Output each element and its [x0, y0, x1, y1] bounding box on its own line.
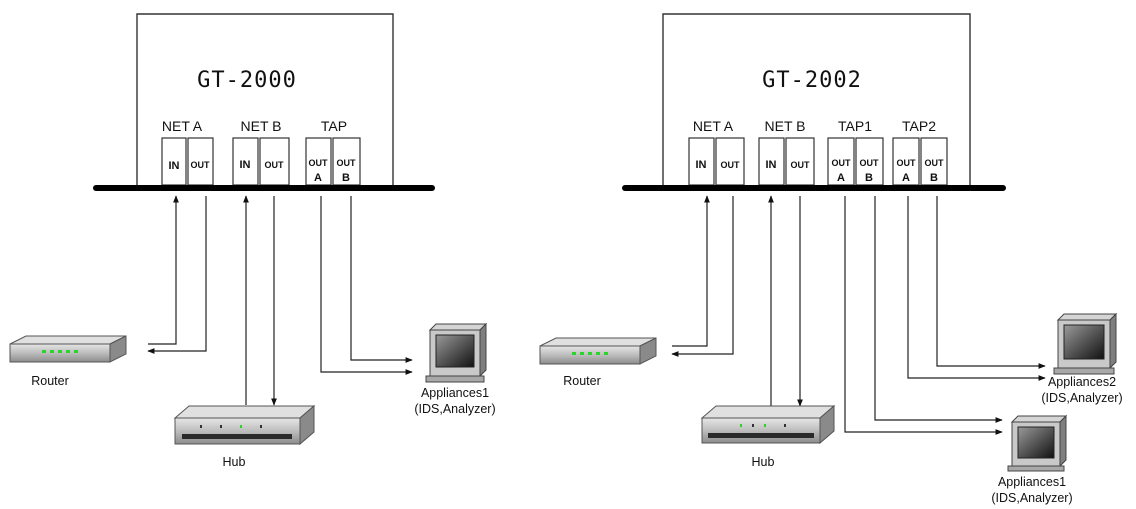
gt2002-port-tap2-a-top-label: OUT	[897, 158, 917, 168]
gt2002-port-neta-in-label: IN	[696, 159, 707, 171]
gt2002-group-tap1: TAP1	[838, 118, 872, 134]
gt2002-hub-label: Hub	[752, 455, 775, 469]
gt2002-port-tap1-b-top-label: OUT	[860, 158, 880, 168]
gt2002-appliance2: Appliances2 (IDS,Analyzer)	[1041, 312, 1123, 405]
router-status-lights-icon	[42, 350, 78, 353]
gt2002-group-netb: NET B	[765, 118, 806, 134]
gt2002-group-tap2: TAP2	[902, 118, 936, 134]
gt2002-title: GT-2002	[762, 68, 862, 93]
gt2000-router: Router	[9, 335, 127, 388]
gt2002-port-netb-out	[785, 137, 815, 186]
gt2002-port-tap2-b-sub-label: B	[930, 172, 938, 184]
gt2002-port-tap1-a-sub-label: A	[837, 172, 845, 184]
gt2002-port-tap1-b	[855, 137, 884, 186]
gt2000-port-netb-in-label: IN	[240, 159, 251, 171]
gt2000-port-tap-a-top-label: OUT	[309, 158, 329, 168]
gt2000-port-tap-a-sub-label: A	[314, 172, 322, 184]
gt2002-port-tap1-b-sub-label: B	[865, 172, 873, 184]
hub-ports-icon	[708, 424, 814, 438]
gt2000-hub: Hub	[173, 404, 316, 469]
gt2002-appliance1-type: (IDS,Analyzer)	[991, 491, 1072, 505]
gt2002-port-neta-out	[715, 137, 745, 186]
gt2002-hub: Hub	[700, 404, 836, 469]
gt2000-router-label: Router	[31, 374, 69, 388]
gt2000-wires	[147, 195, 413, 406]
gt2000-port-neta-in-label: IN	[169, 160, 180, 172]
computer-icon	[1053, 312, 1118, 375]
gt2000-port-tap-b-sub-label: B	[342, 172, 350, 184]
gt2002-port-netb-in	[758, 137, 785, 186]
gt2000-group-tap: TAP	[321, 118, 347, 134]
gt2000-appliance1: Appliances1 (IDS,Analyzer)	[414, 322, 496, 416]
gt2000-hub-label: Hub	[223, 455, 246, 469]
gt2002-port-tap2-a-sub-label: A	[902, 172, 910, 184]
gt2000-port-tap-b-top-label: OUT	[337, 158, 357, 168]
computer-icon	[425, 322, 488, 383]
computer-icon	[1007, 414, 1068, 472]
gt2002-group-neta: NET A	[693, 118, 734, 134]
gt2000-group-netb: NET B	[241, 118, 282, 134]
gt2002-wires	[671, 195, 1046, 435]
gt2000-port-netb-out-label: OUT	[265, 160, 285, 170]
gt2002-port-neta-out-label: OUT	[721, 160, 741, 170]
gt2000-group-neta: NET A	[162, 118, 203, 134]
gt2002-router-label: Router	[563, 374, 601, 388]
gt2002-port-tap2-b	[920, 137, 948, 186]
gt2000-port-neta-in	[161, 137, 187, 186]
gt2002-port-netb-out-label: OUT	[791, 160, 811, 170]
gt2002-port-tap2-b-top-label: OUT	[925, 158, 945, 168]
gt2000-appliance1-name: Appliances1	[421, 386, 489, 400]
gt2002-router: Router	[539, 337, 657, 388]
gt2000-appliance1-type: (IDS,Analyzer)	[414, 402, 495, 416]
gt2000-title: GT-2000	[197, 68, 297, 93]
gt2002-appliance1-name: Appliances1	[998, 475, 1066, 489]
gt2002-device: GT-2002 NET A NET B TAP1 TAP2 IN OUT IN …	[622, 13, 1006, 191]
gt2000-port-tap-b	[332, 137, 361, 186]
hub-ports-icon	[182, 425, 292, 439]
router-status-lights-icon	[572, 352, 608, 355]
gt2000-port-neta-out-label: OUT	[191, 160, 211, 170]
gt2002-appliance2-type: (IDS,Analyzer)	[1041, 391, 1122, 405]
gt2002-port-tap1-a-top-label: OUT	[832, 158, 852, 168]
gt2002-appliance1: Appliances1 (IDS,Analyzer)	[991, 414, 1073, 505]
gt2002-port-netb-in-label: IN	[766, 159, 777, 171]
gt2000-port-netb-out	[259, 137, 290, 186]
gt2000-device: GT-2000 NET A NET B TAP IN OUT IN OUT OU…	[93, 13, 435, 191]
gt2002-appliance2-name: Appliances2	[1048, 375, 1116, 389]
